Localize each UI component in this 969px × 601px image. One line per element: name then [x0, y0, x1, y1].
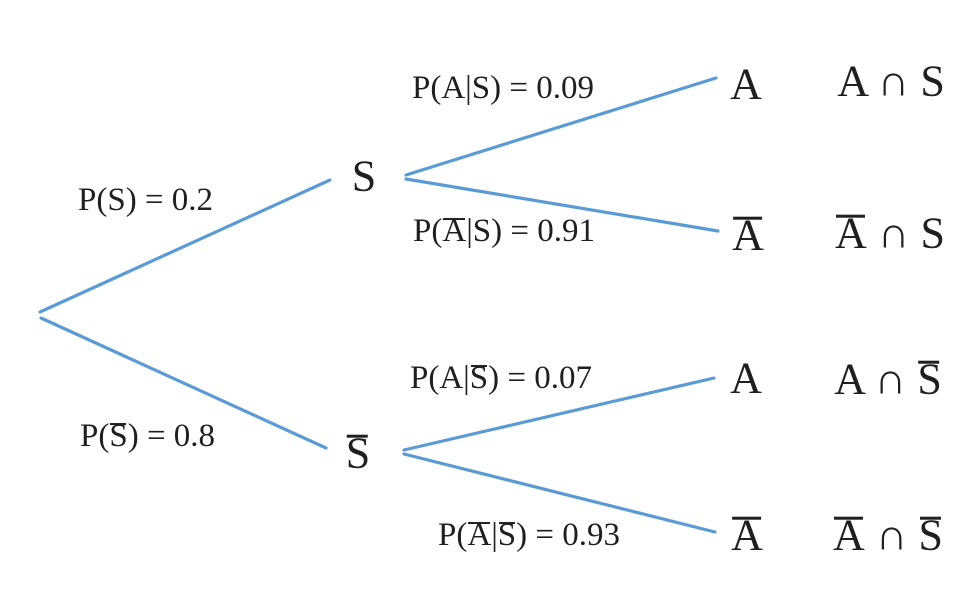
branch-line-s-to-abar [404, 177, 720, 233]
node-label-a-bottom: A [730, 353, 762, 403]
node-label-a-top: A [730, 59, 762, 109]
outcome-label-a-and-sbar: A ∩ S [834, 354, 942, 404]
node-label-abar-bottom: A [731, 510, 763, 560]
outcome-label-a-and-s: A ∩ S [837, 56, 945, 106]
branch-line-root-to-s [38, 178, 332, 314]
node-label-abar-top: A [732, 210, 764, 260]
edge-label-p-abar-given-sbar: P(A|S) = 0.93 [438, 517, 621, 554]
edge-label-p-sbar: P(S) = 0.8 [80, 418, 216, 455]
edge-label-p-s: P(S) = 0.2 [78, 182, 214, 219]
outcome-label-abar-and-sbar: A ∩ S [832, 510, 944, 560]
node-label-s: S [351, 151, 377, 201]
branch-line-sbar-to-abar [402, 452, 717, 534]
edge-label-p-abar-given-s: P(A|S) = 0.91 [413, 213, 595, 250]
edge-label-p-a-given-s: P(A|S) = 0.09 [412, 70, 594, 107]
branch-line-s-to-a [404, 76, 718, 177]
outcome-label-abar-and-s: A ∩ S [834, 208, 946, 258]
edge-label-p-a-given-sbar: P(A|S) = 0.07 [410, 360, 592, 397]
branch-line-root-to-sbar [39, 316, 328, 450]
node-label-sbar: S [345, 428, 371, 478]
branch-line-sbar-to-a [402, 376, 716, 452]
